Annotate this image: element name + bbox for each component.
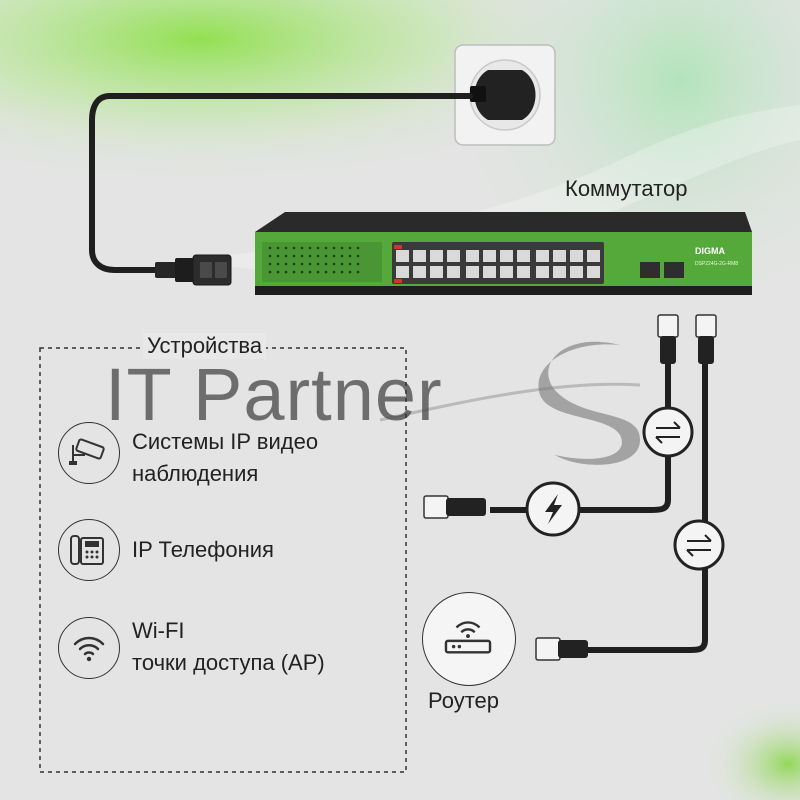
rj45-connector-icon: [657, 314, 717, 364]
switch-led: [292, 270, 296, 274]
switch-led: [292, 254, 296, 258]
switch-led: [300, 262, 304, 266]
switch-port: [553, 250, 566, 262]
switch-led: [356, 262, 360, 266]
switch-led: [332, 262, 336, 266]
switch-led: [308, 254, 312, 258]
switch-led: [348, 246, 352, 250]
router-label: Роутер: [428, 688, 499, 713]
cctv-camera-icon: [58, 422, 120, 484]
switch-led: [300, 270, 304, 274]
switch-led: [284, 270, 288, 274]
power-outlet-icon: [454, 44, 556, 146]
device-ip-phone-label: IP Телефония: [132, 537, 274, 562]
watermark-text: IT Partner: [105, 353, 443, 436]
switch-led: [324, 262, 328, 266]
switch-led: [268, 262, 272, 266]
switch-port: [587, 250, 600, 262]
switch-led: [308, 262, 312, 266]
switch-port: [396, 266, 409, 278]
switch-led: [268, 270, 272, 274]
switch-port: [447, 250, 460, 262]
switch-led: [276, 254, 280, 258]
switch-port: [447, 266, 460, 278]
switch-led: [308, 270, 312, 274]
device-cctv-label: Системы IP видео наблюдения: [132, 429, 319, 486]
switch-led: [300, 246, 304, 250]
switch-port: [413, 266, 426, 278]
switch-led: [324, 270, 328, 274]
switch-port: [536, 266, 549, 278]
switch-port: [553, 266, 566, 278]
switch-port: [413, 250, 426, 262]
switch-label: Коммутатор: [565, 176, 688, 201]
switch-port: [430, 266, 443, 278]
switch-port: [587, 266, 600, 278]
switch-led: [340, 262, 344, 266]
switch-led: [268, 254, 272, 258]
switch-port: [483, 250, 496, 262]
switch-led: [316, 254, 320, 258]
switch-port: [430, 250, 443, 262]
switch-led: [276, 246, 280, 250]
switch-model: DSP224G-2G-RM8: [695, 261, 739, 267]
switch-port: [536, 250, 549, 262]
rj45-connector-devices-icon: [423, 495, 486, 519]
switch-brand: DIGMA: [695, 246, 725, 256]
switch-led: [332, 254, 336, 258]
switch-led: [356, 270, 360, 274]
switch-port: [570, 250, 583, 262]
switch-led: [348, 254, 352, 258]
switch-led: [300, 254, 304, 258]
router-icon: [422, 592, 516, 686]
power-plug-icon: [155, 254, 232, 286]
device-wifi-label: Wi-FI точки доступа (AP): [132, 618, 325, 675]
switch-led: [340, 254, 344, 258]
switch-led: [332, 246, 336, 250]
switch-led: [284, 246, 288, 250]
switch-led: [316, 262, 320, 266]
wifi-icon: [58, 617, 120, 679]
switch-port: [483, 266, 496, 278]
switch-led: [348, 262, 352, 266]
switch-led: [292, 246, 296, 250]
switch-port: [517, 266, 530, 278]
switch-led: [356, 246, 360, 250]
switch-port: [466, 266, 479, 278]
switch-led: [316, 270, 320, 274]
switch-port: [500, 250, 513, 262]
switch-port: [466, 250, 479, 262]
switch-led: [276, 270, 280, 274]
ip-phone-icon: [58, 519, 120, 581]
switch-led: [348, 270, 352, 274]
switch-led: [316, 246, 320, 250]
switch-led: [332, 270, 336, 274]
switch-led: [356, 254, 360, 258]
switch-port: [570, 266, 583, 278]
switch-led: [324, 254, 328, 258]
devices-title: Устройства: [143, 333, 267, 359]
switch-led: [340, 270, 344, 274]
switch-led: [268, 246, 272, 250]
switch-led: [284, 254, 288, 258]
switch-led: [324, 246, 328, 250]
switch-port: [517, 250, 530, 262]
switch-port: [500, 266, 513, 278]
data-exchange-icon: [642, 406, 725, 571]
switch-led: [284, 262, 288, 266]
switch-led: [276, 262, 280, 266]
switch-led: [308, 246, 312, 250]
switch-led: [292, 262, 296, 266]
switch-led: [340, 246, 344, 250]
poe-power-icon: [525, 481, 581, 537]
switch-port: [396, 250, 409, 262]
rj45-connector-router-icon: [535, 637, 588, 661]
